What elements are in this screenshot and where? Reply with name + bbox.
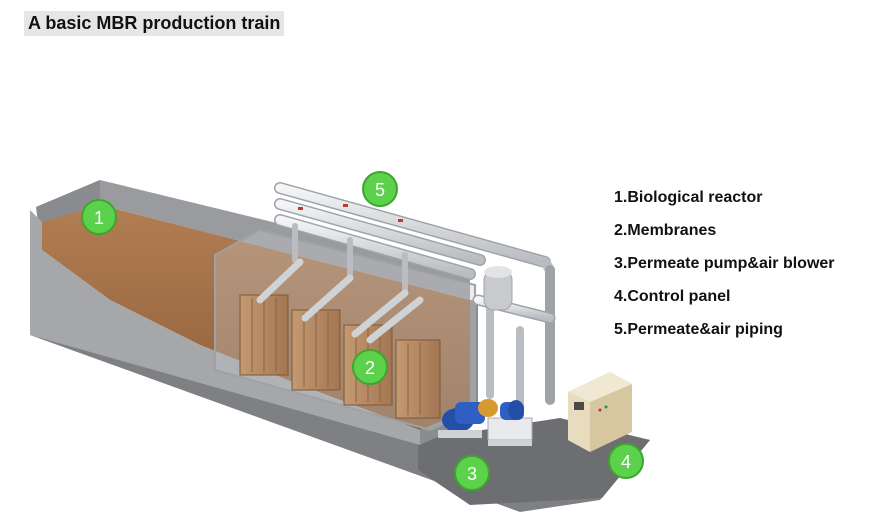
reactor-back-wall xyxy=(36,180,470,300)
legend-item-pump-blower: 3.Permeate pump&air blower xyxy=(614,255,835,272)
badge-5: 5 xyxy=(362,171,398,207)
badge-2: 2 xyxy=(352,349,388,385)
air-receiver-vessel xyxy=(483,266,513,311)
badge-4: 4 xyxy=(608,443,644,479)
legend-item-piping: 5.Permeate&air piping xyxy=(614,321,783,338)
air-blower xyxy=(487,400,533,446)
badge-3: 3 xyxy=(454,455,490,491)
permeate-pump xyxy=(438,399,498,438)
svg-text:5: 5 xyxy=(375,180,385,200)
legend-item-biological-reactor: 1.Biological reactor xyxy=(614,189,763,206)
reactor-right-wall xyxy=(420,300,478,445)
permeate-air-piping xyxy=(256,182,556,409)
reactor-front-wall xyxy=(30,210,420,445)
control-panel xyxy=(568,372,632,452)
svg-text:4: 4 xyxy=(621,452,631,472)
svg-text:1: 1 xyxy=(94,208,104,228)
badge-1: 1 xyxy=(81,199,117,235)
page-title: A basic MBR production train xyxy=(24,11,285,36)
component-legend: 1.Biological reactor 2.Membranes 3.Perme… xyxy=(614,188,835,353)
legend-item-control-panel: 4.Control panel xyxy=(614,288,731,305)
legend-item-membranes: 2.Membranes xyxy=(614,222,717,239)
svg-text:2: 2 xyxy=(365,358,375,378)
svg-text:3: 3 xyxy=(467,464,477,484)
